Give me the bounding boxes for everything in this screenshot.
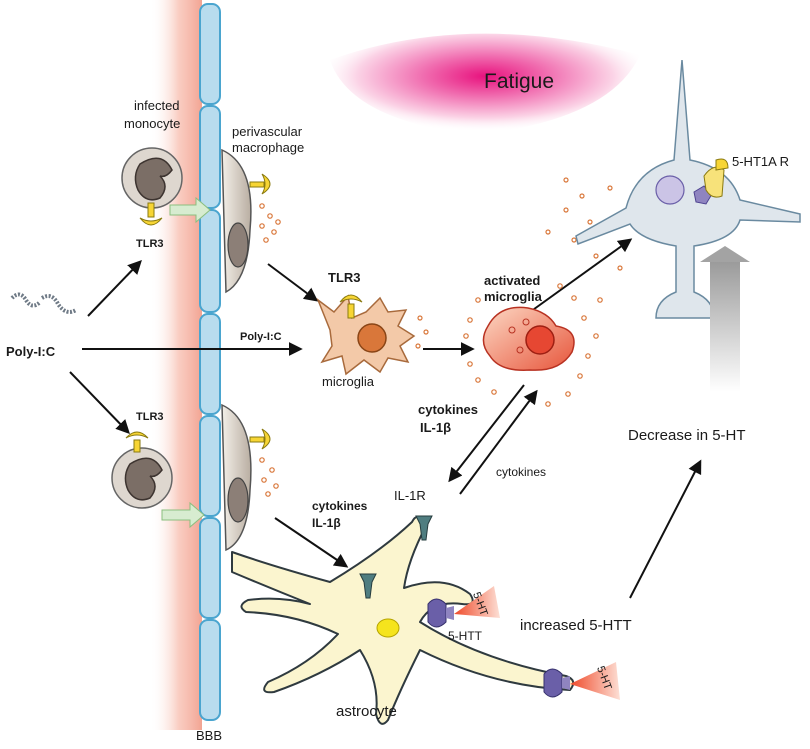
fatigue-glow [330, 33, 640, 135]
tlr3-receptor-icon [339, 294, 363, 319]
cytokines-right-label: cytokines [496, 465, 546, 479]
5htt-transporter-icon [427, 598, 454, 628]
tlr3-microglia-label: TLR3 [328, 270, 361, 285]
decrease-5ht-label: Decrease in 5-HT [628, 427, 746, 444]
astrocyte [231, 515, 620, 725]
il1r-label: IL-1R [394, 488, 426, 503]
il1r-receptor-icon [415, 515, 433, 541]
activated-microglia [482, 306, 575, 371]
il1b-bold-label: IL-1β [420, 420, 451, 435]
fatigue-label: Fatigue [484, 70, 554, 93]
migration-arrow-icon [161, 501, 205, 529]
bbb-endothelial-cells [199, 3, 221, 721]
cytokines-left-label: cytokines [312, 499, 368, 513]
poly-ic-arrow-label: Poly-I:C [240, 331, 282, 343]
tlr3-receptor-icon [125, 431, 149, 453]
perivascular-macrophage-upper [221, 148, 271, 294]
tlr3-receptor-icon [249, 173, 271, 195]
infected-monocyte-upper [121, 147, 211, 226]
tlr3-lower-label: TLR3 [136, 411, 164, 423]
5htt-transporter-icon [543, 668, 570, 698]
tlr3-receptor-icon [139, 202, 163, 226]
pathway-arrows [69, 238, 702, 599]
neuron [575, 59, 801, 319]
microglia-label: microglia [322, 374, 375, 389]
blood-vessel [150, 0, 221, 730]
tlr3-upper-label: TLR3 [136, 238, 164, 250]
astrocyte-label: astrocyte [336, 703, 397, 720]
activated-microglia-label-2: microglia [484, 289, 543, 304]
decrease-arrow [700, 246, 750, 392]
serotonin-cone-lower [570, 662, 620, 700]
poly-ic-rna-icon [10, 292, 78, 314]
increased-5htt-label: increased 5-HTT [520, 617, 632, 634]
perivascular-label-2: macrophage [232, 140, 304, 155]
cytokine-particles [259, 177, 623, 497]
htt-label: 5-HTT [448, 629, 483, 643]
il1r-receptor-icon [359, 573, 377, 599]
5ht1a-receptor-icon [703, 158, 729, 198]
il1b-left-label: IL-1β [312, 516, 341, 530]
bbb-label: BBB [196, 728, 222, 743]
5ht1a-receptor-label: 5-HT1A R [732, 154, 789, 169]
resting-microglia [316, 294, 416, 376]
activated-microglia-label-1: activated [484, 273, 540, 288]
perivascular-macrophage-lower [221, 403, 271, 552]
infected-monocyte-label-1: infected [134, 98, 180, 113]
migration-arrow-icon [169, 196, 211, 224]
cytokines-bold-label: cytokines [418, 402, 478, 417]
tlr3-receptor-icon [249, 428, 271, 450]
perivascular-label-1: perivascular [232, 124, 303, 139]
infected-monocyte-lower [111, 431, 205, 529]
serotonin-cone-upper [454, 586, 500, 618]
infected-monocyte-label-2: monocyte [124, 116, 180, 131]
poly-ic-label: Poly-I:C [6, 344, 56, 359]
